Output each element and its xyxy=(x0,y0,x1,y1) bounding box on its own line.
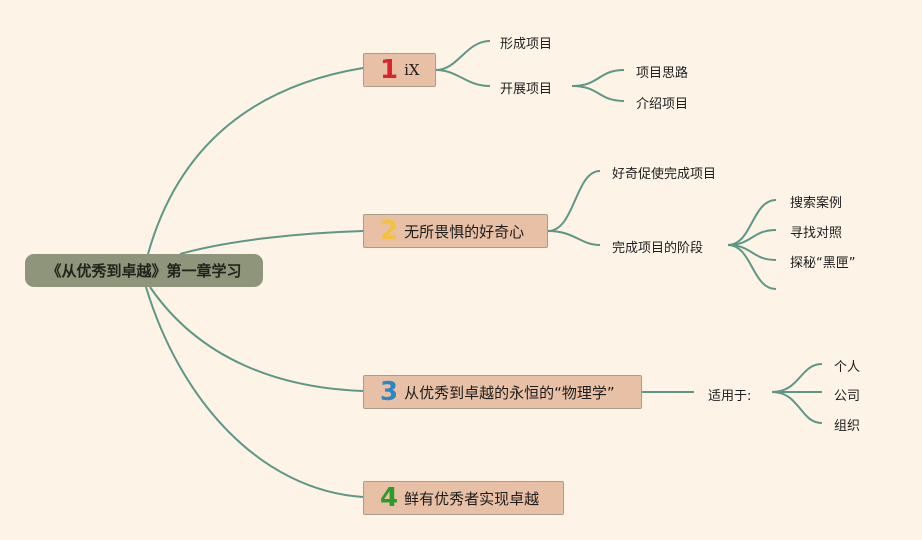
branch-node-1[interactable]: 1 iX xyxy=(363,53,436,87)
connector-b3c1-g1 xyxy=(771,363,823,393)
connector-b2c2-g4 xyxy=(727,244,777,290)
connector-b2-c2 xyxy=(547,230,601,246)
branch-label-4: 鲜有优秀者实现卓越 xyxy=(404,489,540,508)
branch-node-3[interactable]: 3 从优秀到卓越的永恒的“物理学” xyxy=(363,375,642,409)
leaf-b1-c2-g1[interactable]: 项目思路 xyxy=(636,66,689,81)
branch-node-2[interactable]: 2 无所畏惧的好奇心 xyxy=(363,214,548,248)
leaf-b2-c2-g1[interactable]: 搜索案例 xyxy=(790,196,843,211)
leaf-b2-c1[interactable]: 好奇促使完成项目 xyxy=(612,167,717,182)
connector-root-branch-1 xyxy=(147,67,364,255)
branch-number-3: 3 xyxy=(380,377,399,407)
root-node[interactable]: 《从优秀到卓越》第一章学习 xyxy=(25,254,263,287)
connector-b2-c1 xyxy=(547,170,601,232)
connector-b1-c2 xyxy=(435,69,491,87)
branch-node-4[interactable]: 4 鲜有优秀者实现卓越 xyxy=(363,481,564,515)
leaf-b3-c1-g2[interactable]: 公司 xyxy=(834,389,861,404)
leaf-b1-c2[interactable]: 开展项目 xyxy=(500,82,553,97)
leaf-b1-c1[interactable]: 形成项目 xyxy=(500,37,553,52)
connector-root-branch-2 xyxy=(179,230,364,255)
connector-b3c1-g3 xyxy=(771,391,823,424)
branch-label-3: 从优秀到卓越的永恒的“物理学” xyxy=(404,383,615,402)
connector-b1c2-g1 xyxy=(571,69,625,87)
leaf-b3-c1-g3[interactable]: 组织 xyxy=(834,419,861,434)
branch-number-1: 1 xyxy=(380,55,399,85)
branch-label-1: iX xyxy=(404,61,420,79)
branch-number-4: 4 xyxy=(380,483,399,513)
leaf-b3-c1-g1[interactable]: 个人 xyxy=(834,360,861,375)
leaf-b3-c1[interactable]: 适用于: xyxy=(708,389,752,404)
branch-label-2: 无所畏惧的好奇心 xyxy=(404,222,525,241)
leaf-b2-c2[interactable]: 完成项目的阶段 xyxy=(612,241,704,256)
connector-root-branch-4 xyxy=(145,286,364,498)
branch-number-2: 2 xyxy=(380,216,399,246)
leaf-b2-c2-g3[interactable]: 探秘“黑匣” xyxy=(790,256,856,271)
connector-root-branch-3 xyxy=(149,286,364,392)
root-label: 《从优秀到卓越》第一章学习 xyxy=(46,262,242,280)
leaf-b1-c2-g2[interactable]: 介绍项目 xyxy=(636,97,689,112)
leaf-b2-c2-g2[interactable]: 寻找对照 xyxy=(790,226,843,241)
connector-b1-c1 xyxy=(435,40,491,71)
connector-b1c2-g2 xyxy=(571,85,625,102)
